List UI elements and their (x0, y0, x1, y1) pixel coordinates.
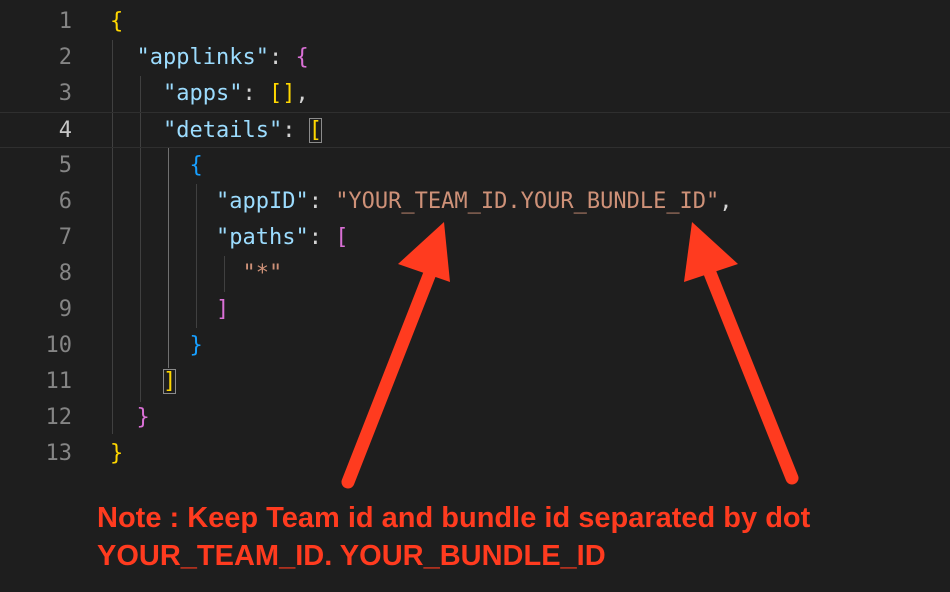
code-text: "*" (110, 256, 282, 292)
code-text: } (110, 436, 123, 472)
colon: : (282, 118, 309, 143)
close-brace: } (189, 333, 203, 358)
json-key: "paths" (215, 225, 309, 250)
line-number: 2 (58, 45, 72, 70)
code-line[interactable]: 8 "*" (0, 256, 950, 292)
json-key: "applinks" (136, 45, 269, 70)
code-text: "paths": [ (110, 220, 348, 256)
line-number: 7 (58, 225, 72, 250)
indent-guide (112, 40, 113, 434)
colon: : (308, 225, 336, 250)
line-number: 6 (58, 189, 72, 214)
colon: : (268, 45, 296, 70)
code-line[interactable]: 13 } (0, 436, 950, 472)
json-key: "apps" (162, 81, 243, 106)
code-text: } (110, 328, 203, 364)
code-line[interactable]: 12 } (0, 400, 950, 436)
indent-guide (224, 256, 225, 292)
code-text: "appID": "YOUR_TEAM_ID.YOUR_BUNDLE_ID", (110, 184, 733, 220)
colon: : (308, 189, 336, 214)
open-brace: { (110, 9, 124, 34)
line-number: 13 (45, 441, 73, 466)
open-brace: { (189, 153, 203, 178)
string-value: "YOUR_TEAM_ID.YOUR_BUNDLE_ID" (335, 189, 720, 214)
code-text: "applinks": { (110, 40, 309, 76)
line-number: 5 (58, 153, 72, 178)
code-text: } (110, 400, 150, 436)
code-line[interactable]: 11 ] (0, 364, 950, 400)
code-editor[interactable]: 1 { 2 "applinks": { 3 "apps": [], 4 "det… (0, 0, 950, 480)
open-brace: { (295, 45, 309, 70)
code-line[interactable]: 5 { (0, 148, 950, 184)
line-number: 1 (58, 9, 72, 34)
code-line[interactable]: 1 { (0, 4, 950, 40)
line-number: 11 (45, 369, 73, 394)
code-line-active[interactable]: 4 "details": [ (0, 112, 950, 148)
annotation-example: YOUR_TEAM_ID. YOUR_BUNDLE_ID (97, 540, 606, 572)
line-number: 8 (58, 261, 72, 286)
code-line[interactable]: 2 "applinks": { (0, 40, 950, 76)
annotation-note: Note : Keep Team id and bundle id separa… (97, 502, 811, 534)
json-key: "details" (162, 118, 283, 143)
code-line[interactable]: 3 "apps": [], (0, 76, 950, 112)
matched-bracket: [ (308, 118, 322, 143)
line-number: 12 (45, 405, 73, 430)
code-text: ] (110, 292, 229, 328)
line-number: 3 (58, 81, 72, 106)
code-line[interactable]: 7 "paths": [ (0, 220, 950, 256)
line-number: 4 (58, 118, 72, 143)
colon: : (242, 81, 269, 106)
close-brace: } (110, 441, 124, 466)
string-value: "*" (242, 261, 283, 286)
code-line[interactable]: 10 } (0, 328, 950, 364)
indent-guide (140, 76, 141, 402)
code-text: { (110, 148, 203, 184)
code-text: { (110, 4, 123, 40)
code-line[interactable]: 6 "appID": "YOUR_TEAM_ID.YOUR_BUNDLE_ID"… (0, 184, 950, 220)
close-bracket: ] (215, 297, 230, 322)
json-key: "appID" (215, 189, 309, 214)
code-text: "apps": [], (110, 76, 309, 112)
code-text: ] (110, 364, 177, 400)
empty-array: [] (268, 81, 296, 106)
comma: , (295, 81, 309, 106)
indent-guide-active (168, 148, 169, 368)
comma: , (719, 189, 733, 214)
close-brace: } (136, 405, 150, 430)
line-number: 10 (45, 333, 73, 358)
line-number: 9 (58, 297, 72, 322)
open-bracket: [ (335, 225, 349, 250)
code-line[interactable]: 9 ] (0, 292, 950, 328)
matched-bracket: ] (162, 369, 177, 394)
code-text: "details": [ (110, 113, 322, 149)
indent-guide (196, 184, 197, 328)
